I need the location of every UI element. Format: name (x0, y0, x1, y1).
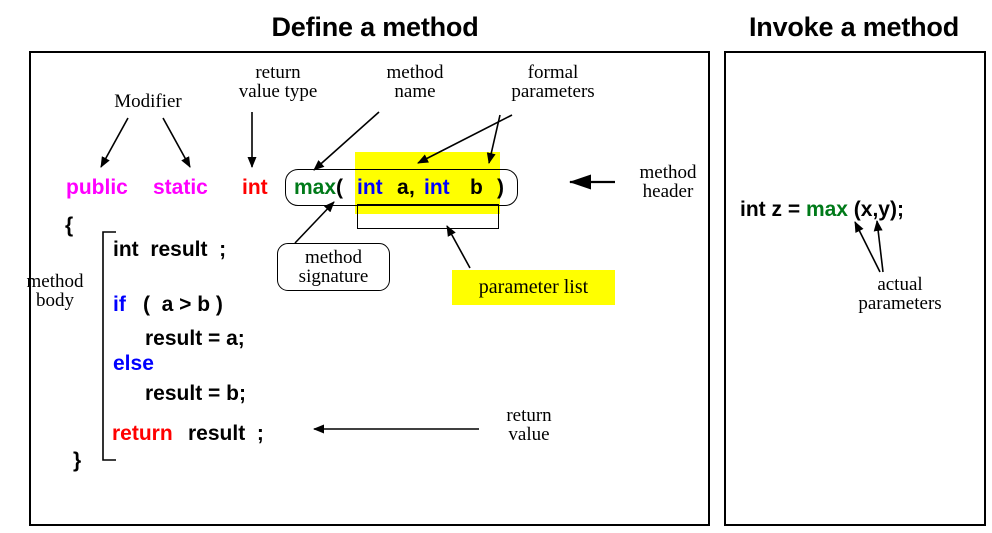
keyword-else: else (113, 352, 154, 375)
keyword-int-param2: int (424, 176, 450, 199)
keyword-int-param1: int (357, 176, 383, 199)
code-return-expression: result ; (188, 422, 264, 445)
keyword-public: public (66, 176, 128, 199)
signature-param1-name: a (397, 176, 409, 199)
code-keyword-if: if (113, 294, 126, 315)
method-body-label: method body (26, 271, 84, 312)
code-else-statement: result = b; (145, 382, 246, 405)
page-title-define-a-method: Define a method (271, 12, 479, 42)
method-signature-label: method signature (298, 246, 369, 287)
signature-comma: , (409, 176, 415, 199)
return-value-label: return value (506, 405, 552, 446)
method-signature-callout: method signature (277, 243, 390, 291)
signature-param2-name: b (470, 176, 483, 199)
invoke-prefix: int z = (740, 198, 806, 221)
page-title-invoke-a-method: Invoke a method (748, 12, 960, 42)
invoke-statement: int z = max (x,y); (740, 199, 904, 220)
code-keyword-else: else (113, 353, 154, 374)
identifier-max: max (294, 176, 337, 199)
invoke-method-panel (724, 51, 986, 526)
code-line-declaration: int result ; (113, 238, 227, 261)
signature-modifier-static: static (153, 177, 208, 198)
return-value-type-label: return value type (238, 62, 318, 103)
formal-parameters-label: formal parameters (511, 62, 595, 103)
invoke-method-name: max (805, 198, 848, 221)
signature-paren-open: ( (336, 176, 343, 199)
code-close-brace: } (73, 449, 82, 472)
keyword-if: if (113, 293, 126, 316)
method-header-box (285, 169, 518, 206)
keyword-return: return (112, 422, 173, 445)
signature-param2-type: int (424, 177, 450, 198)
code-keyword-return: return (112, 423, 173, 444)
signature-return-type: int (242, 177, 268, 198)
signature-modifier-public: public (66, 177, 128, 198)
parameter-list-box (357, 204, 499, 229)
code-open-brace: { (65, 214, 74, 237)
parameter-list-label: parameter list (478, 276, 589, 299)
code-if-condition: ( a > b ) (143, 293, 223, 316)
actual-parameters-label: actual parameters (858, 274, 942, 315)
method-name-label: method name (386, 62, 444, 103)
define-method-panel (29, 51, 710, 526)
modifier-label: Modifier (114, 91, 182, 112)
signature-method-name: max (294, 177, 336, 198)
keyword-int-return: int (242, 176, 268, 199)
invoke-arguments: (x,y); (847, 198, 904, 221)
parameter-list-callout: parameter list (452, 270, 615, 305)
method-header-label: method header (639, 162, 697, 203)
signature-param1-type: int (357, 177, 383, 198)
signature-paren-close: ) (497, 176, 504, 199)
keyword-static: static (153, 176, 208, 199)
code-then-statement: result = a; (145, 327, 245, 350)
